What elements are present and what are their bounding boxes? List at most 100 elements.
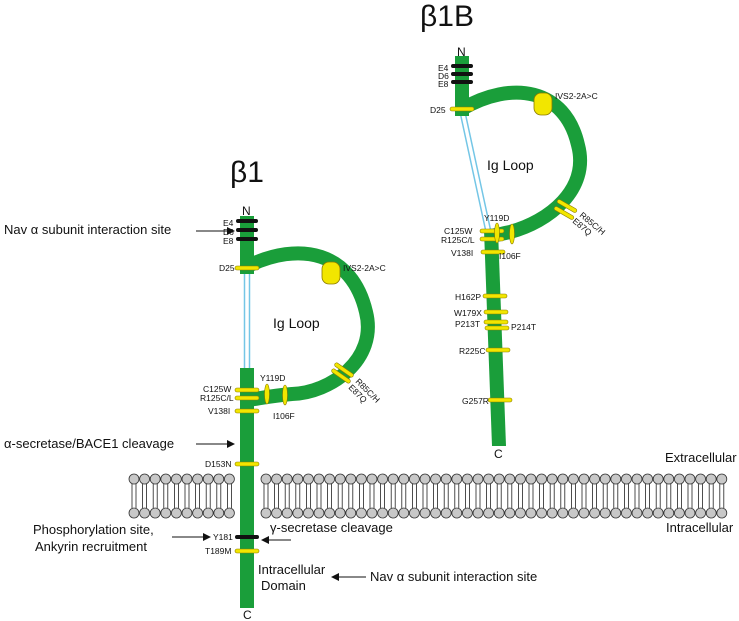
mutation-label-p214t: P214T (511, 322, 536, 332)
lipid-head (684, 473, 696, 485)
c-terminal-segment (240, 368, 254, 608)
lipid-head (716, 473, 728, 485)
mutation-marker (234, 387, 260, 393)
mutation-label-y119d: Y119D (484, 213, 509, 223)
mutation-label-y119d: Y119D (260, 373, 285, 383)
lipid-head (192, 507, 204, 519)
lipid-head (202, 473, 214, 485)
lipid-head (302, 507, 314, 519)
lipid-head (504, 507, 516, 519)
mutation-marker (509, 223, 515, 245)
lipid-head (440, 507, 452, 519)
mutation-label-ivs: IVS2-2A>C (555, 91, 598, 101)
lipid-head (631, 473, 643, 485)
lipid-head (345, 473, 357, 485)
lipid-head (419, 507, 431, 519)
lipid-head (652, 507, 664, 519)
lipid-head (139, 473, 151, 485)
mutation-marker (479, 228, 505, 234)
lipid-bilayer (128, 473, 728, 519)
glyc-label-e8: E8 (223, 236, 234, 246)
mutation-label-r125: R125C/L (441, 235, 475, 245)
lipid-head (568, 473, 579, 485)
lipid-head (430, 473, 442, 485)
lipid-head (705, 473, 717, 485)
lipid-head (621, 473, 632, 485)
ig-loop (242, 246, 375, 407)
lipid-head (366, 507, 378, 519)
lipid-head (599, 473, 611, 485)
mutation-label-i106f: I106F (273, 411, 295, 421)
glycosylation-band (451, 64, 473, 68)
lipid-head (504, 473, 516, 485)
lipid-head (525, 473, 537, 485)
mutation-marker (487, 397, 513, 403)
lipid-head (589, 507, 600, 519)
mutation-label-g257r: G257R (462, 396, 489, 406)
lipid-head (663, 473, 675, 485)
glycosylation-band (236, 219, 258, 223)
lipid-head (213, 507, 225, 519)
mutation-label-v138i: V138I (208, 406, 230, 416)
beta1-protein: β1 N C E4 D6 E8 D25 IVS2-2A>C Ig Loop Y1… (200, 156, 386, 621)
glycosylation-band (236, 228, 258, 232)
mutation-label-w179x: W179X (454, 308, 482, 318)
mutation-marker (282, 384, 288, 406)
lipid-head (621, 507, 632, 519)
lipid-head (160, 473, 172, 485)
lipid-head (377, 507, 389, 519)
lipid-head (313, 473, 325, 485)
mutation-marker (334, 362, 354, 378)
phospho-label-y181: Y181 (213, 532, 233, 542)
beta1-title: β1 (230, 156, 264, 189)
mutation-label-p213t: P213T (455, 319, 480, 329)
lipid-head (170, 473, 182, 485)
lipid-head (170, 507, 182, 519)
lipid-head (260, 507, 272, 519)
lipid-head (324, 507, 336, 519)
lipid-head (387, 473, 399, 485)
ig-loop-label: Ig Loop (273, 315, 320, 331)
lipid-head (674, 473, 685, 485)
lipid-head (578, 507, 590, 519)
ivs-splice-marker (533, 92, 553, 116)
lipid-head (313, 507, 325, 519)
lipid-head (546, 473, 558, 485)
mutation-label-ivs: IVS2-2A>C (343, 263, 386, 273)
mutation-marker (234, 265, 260, 271)
lipid-head (387, 507, 399, 519)
lipid-head (684, 507, 696, 519)
lipid-head (642, 507, 653, 519)
lipid-head (160, 507, 172, 519)
mutation-marker (485, 347, 511, 353)
lipid-head (493, 507, 505, 519)
lipid-head (260, 473, 272, 485)
mutation-label-h162p: H162P (455, 292, 481, 302)
mutation-marker (449, 106, 475, 112)
intracellular-domain-label-line1: Intracellular (258, 562, 326, 577)
glycosylation-band (451, 80, 473, 84)
mutation-label-t189m: T189M (205, 546, 231, 556)
mutation-marker (483, 319, 509, 325)
gamma-secretase-annotation: γ-secretase cleavage (270, 520, 393, 535)
lipid-head (271, 507, 283, 519)
lipid-head (355, 473, 367, 485)
mutation-label-r125: R125C/L (200, 393, 234, 403)
lipid-head (652, 473, 664, 485)
lipid-head (440, 473, 452, 485)
mutation-label-d25: D25 (219, 263, 235, 273)
mutation-label-d153n: D153N (205, 459, 231, 469)
nav-site-annotation-top: Nav α subunit interaction site (4, 222, 171, 237)
mutation-marker (494, 222, 500, 244)
lipid-head (663, 507, 675, 519)
lipid-head (398, 473, 410, 485)
mutation-label-c125w: C125W (444, 226, 472, 236)
lipid-head (281, 473, 293, 485)
mutation-label-d25: D25 (430, 105, 446, 115)
c-terminus-label: C (243, 608, 252, 621)
ig-loop-label: Ig Loop (487, 157, 534, 173)
mutation-label-r225c: R225C (459, 346, 485, 356)
lipid-head (377, 473, 389, 485)
disulfide-bond (459, 111, 487, 233)
lipid-head (536, 507, 547, 519)
